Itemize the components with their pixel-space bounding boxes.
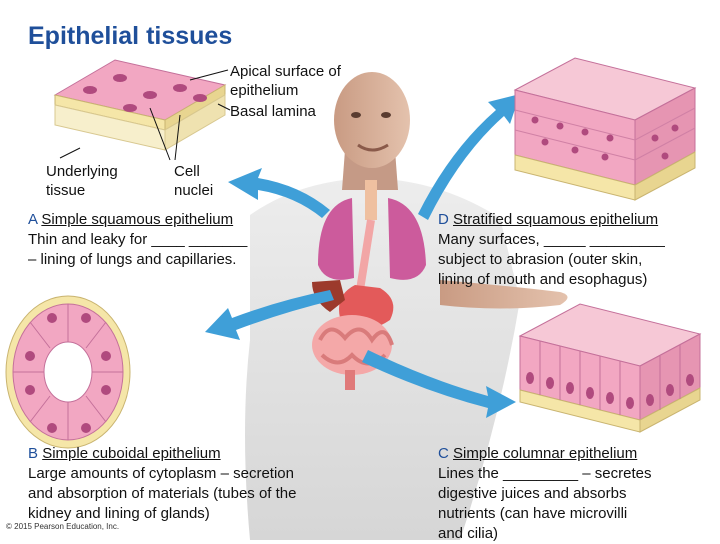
left-lung — [318, 198, 354, 280]
apical-surface-label: Apical surface of epithelium — [230, 63, 341, 99]
tissue-stratified-squamous — [513, 57, 697, 201]
panel-b-line1: Large amounts of cytoplasm – secretion — [28, 465, 294, 482]
panel-d-letter: D — [438, 211, 449, 228]
basal-lamina-label: Basal lamina — [230, 103, 316, 120]
panel-a-caption: A Simple squamous epithelium Thin and le… — [28, 210, 288, 270]
tissue-simple-columnar — [518, 303, 702, 433]
panel-c-line3: nutrients (can have microvilli — [438, 505, 628, 522]
arrow-to-d — [418, 94, 520, 220]
panel-d-name: Stratified squamous epithelium — [453, 211, 659, 228]
arrow-to-c — [362, 350, 516, 418]
panel-b-letter: B — [28, 445, 39, 462]
panel-b-line2: and absorption of materials (tubes of th… — [28, 485, 297, 502]
tissue-simple-squamous — [53, 59, 231, 161]
panel-d-caption: D Stratified squamous epithelium Many su… — [438, 210, 713, 290]
page-title: Epithelial tissues — [28, 22, 233, 50]
panel-d-line3: lining of mouth and esophagus) — [438, 271, 648, 288]
tissue-simple-cuboidal — [5, 295, 131, 449]
panel-b-name: Simple cuboidal epithelium — [42, 445, 221, 462]
panel-b-line3: kidney and lining of glands) — [28, 505, 210, 522]
arrow-to-a — [228, 168, 330, 218]
underlying-tissue-label: Underlying tissue — [46, 163, 118, 199]
panel-c-line1: Lines the _________ – secretes — [438, 465, 652, 482]
panel-d-line1: Many surfaces, _____ _________ — [438, 231, 665, 248]
panel-d-line2: subject to abrasion (outer skin, — [438, 251, 643, 268]
panel-a-name: Simple squamous epithelium — [41, 211, 234, 228]
copyright-notice: © 2015 Pearson Education, Inc. — [6, 522, 120, 531]
panel-c-letter: C — [438, 445, 449, 462]
panel-c-line2: digestive juices and absorbs — [438, 485, 627, 502]
panel-a-line1: Thin and leaky for ____ _______ — [28, 231, 248, 248]
panel-a-letter: A — [28, 211, 38, 228]
panel-c-name: Simple columnar epithelium — [453, 445, 638, 462]
panel-c-caption: C Simple columnar epithelium Lines the _… — [438, 444, 713, 544]
panel-a-line2: – lining of lungs and capillaries. — [28, 251, 237, 268]
right-lung — [388, 198, 426, 280]
arrow-to-b — [205, 290, 334, 340]
panel-b-caption: B Simple cuboidal epithelium Large amoun… — [28, 444, 348, 524]
cell-nuclei-label: Cell nuclei — [174, 163, 214, 199]
panel-c-line4: and cilia) — [438, 525, 499, 542]
pointer-arrows — [205, 94, 520, 418]
